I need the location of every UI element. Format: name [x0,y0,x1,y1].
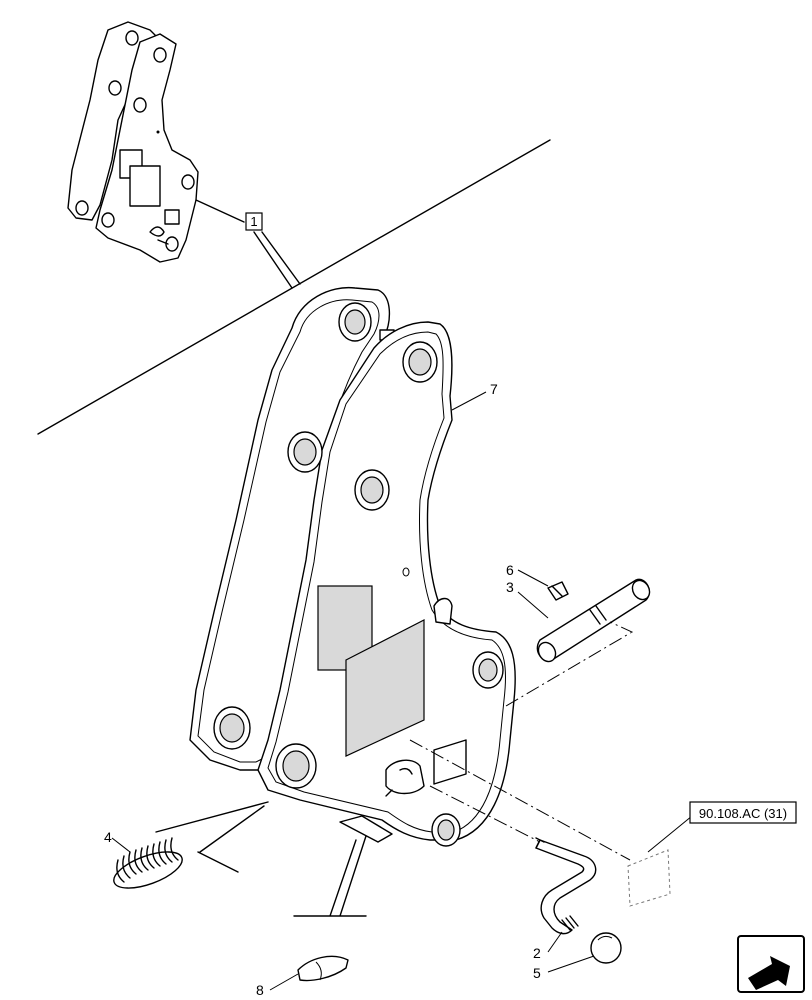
overview-thumbnail [67,21,199,263]
assembly-ref-badge: 1 [245,212,263,231]
assembly-ref-label: 1 [250,214,257,229]
callout-3: 3 [506,579,514,595]
assembly-line-lever [409,739,631,861]
cross-reference-leader [647,815,693,853]
cross-reference-box [689,801,797,824]
knob-part-5 [590,932,622,964]
callout-6: 6 [506,562,514,578]
assembly-ref-pointer [253,231,301,289]
leader-4 [111,837,131,853]
key-part-8 [297,955,349,982]
leader-2 [547,931,563,953]
bracket-main [189,286,516,847]
next-page-arrow-icon[interactable] [737,935,805,993]
thumbnail-leader [195,199,245,223]
section-cut-line [37,139,551,435]
callout-7: 7 [490,381,498,397]
leader-6 [517,569,549,587]
spring-pointer [155,801,269,873]
cross-reference-label[interactable]: 90.108.AC (31) [699,806,787,821]
key-pointer [293,835,367,917]
callout-2: 2 [533,945,541,961]
leader-8 [269,973,299,991]
ring-part-6 [547,581,569,601]
callout-4: 4 [104,829,112,845]
leader-3 [517,591,549,619]
callout-5: 5 [533,965,541,981]
pin-part-3 [536,578,651,663]
leader-7 [451,391,487,411]
spring-part-4 [113,837,183,889]
referenced-part-outline [627,849,671,907]
leader-5 [547,955,595,973]
assembly-line-pin [505,621,634,707]
callout-8: 8 [256,982,264,998]
lever-part-2 [535,837,597,935]
cross-reference[interactable]: 90.108.AC (31) [627,801,797,907]
